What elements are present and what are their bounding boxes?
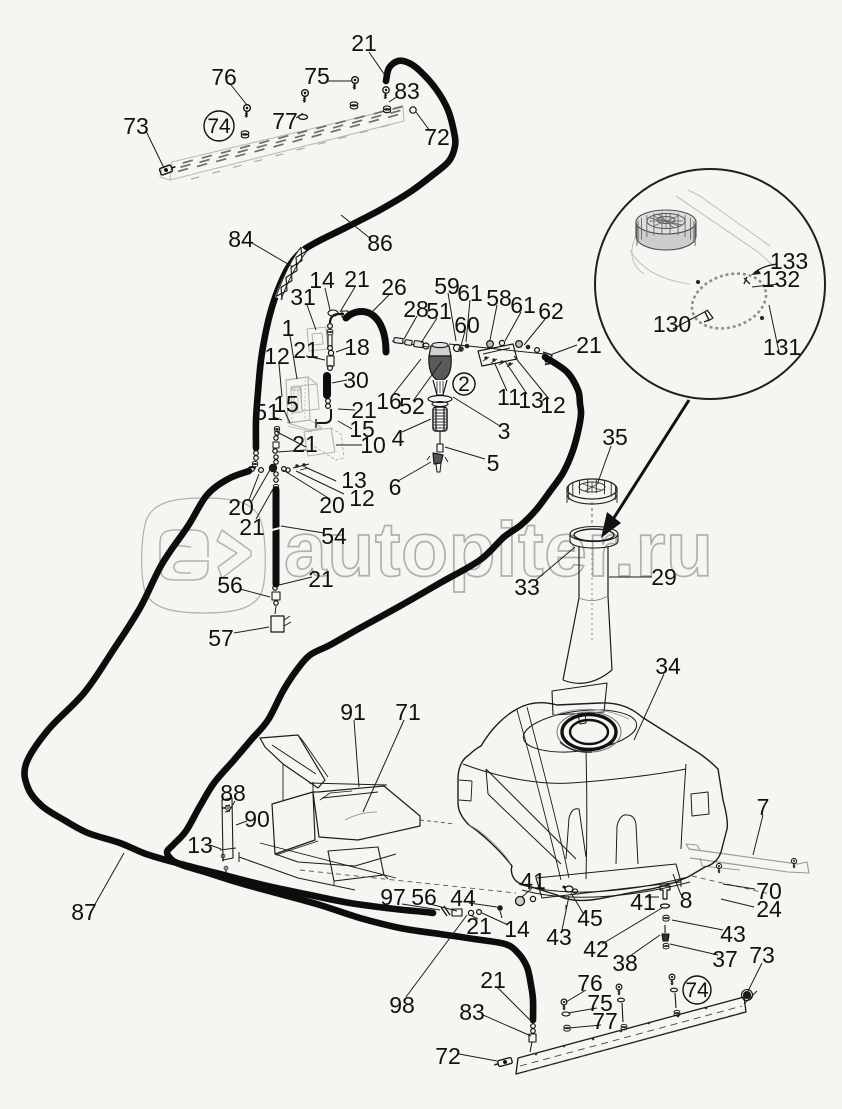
svg-text:30: 30 — [343, 367, 369, 393]
svg-text:51: 51 — [254, 399, 280, 425]
svg-text:60: 60 — [454, 312, 480, 338]
svg-text:21: 21 — [344, 266, 370, 292]
svg-text:97: 97 — [380, 884, 406, 910]
svg-text:73: 73 — [123, 113, 149, 139]
svg-text:15: 15 — [349, 416, 375, 442]
svg-text:16: 16 — [376, 388, 402, 414]
svg-text:autopiter.ru: autopiter.ru — [284, 507, 712, 593]
svg-text:12: 12 — [540, 392, 566, 418]
svg-text:18: 18 — [344, 334, 370, 360]
svg-text:44: 44 — [450, 885, 476, 911]
svg-text:73: 73 — [749, 942, 775, 968]
svg-text:131: 131 — [763, 334, 801, 360]
svg-text:59: 59 — [434, 273, 460, 299]
svg-text:57: 57 — [208, 625, 234, 651]
svg-text:28: 28 — [403, 296, 429, 322]
svg-text:87: 87 — [71, 899, 97, 925]
svg-text:21: 21 — [239, 514, 265, 540]
svg-text:83: 83 — [459, 999, 485, 1025]
svg-text:21: 21 — [466, 913, 492, 939]
svg-text:15: 15 — [273, 391, 299, 417]
svg-text:14: 14 — [309, 267, 335, 293]
svg-text:31: 31 — [290, 284, 316, 310]
svg-text:21: 21 — [293, 337, 319, 363]
svg-text:21: 21 — [351, 397, 377, 423]
svg-text:90: 90 — [244, 806, 270, 832]
svg-text:21: 21 — [308, 566, 334, 592]
svg-text:58: 58 — [486, 285, 512, 311]
svg-text:88: 88 — [220, 780, 246, 806]
svg-text:62: 62 — [538, 298, 564, 324]
svg-text:86: 86 — [367, 230, 393, 256]
svg-text:83: 83 — [394, 78, 420, 104]
svg-text:33: 33 — [514, 574, 540, 600]
svg-text:84: 84 — [228, 226, 254, 252]
svg-text:13: 13 — [341, 467, 367, 493]
svg-text:51: 51 — [426, 298, 452, 324]
svg-text:77: 77 — [272, 108, 298, 134]
svg-text:76: 76 — [577, 970, 603, 996]
svg-text:43: 43 — [720, 921, 746, 947]
svg-text:21: 21 — [351, 30, 377, 56]
svg-text:20: 20 — [319, 492, 345, 518]
svg-text:24: 24 — [756, 896, 782, 922]
svg-text:6: 6 — [389, 474, 402, 500]
svg-text:45: 45 — [577, 905, 603, 931]
svg-text:132: 132 — [762, 266, 800, 292]
svg-text:70: 70 — [756, 878, 782, 904]
svg-text:35: 35 — [602, 424, 628, 450]
svg-text:12: 12 — [349, 485, 375, 511]
svg-text:41: 41 — [630, 889, 656, 915]
svg-text:20: 20 — [228, 494, 254, 520]
svg-text:12: 12 — [264, 343, 290, 369]
svg-text:75: 75 — [587, 990, 613, 1016]
svg-text:56: 56 — [411, 884, 437, 910]
svg-text:37: 37 — [712, 946, 738, 972]
svg-text:61: 61 — [510, 292, 536, 318]
svg-text:76: 76 — [211, 64, 237, 90]
svg-text:21: 21 — [480, 967, 506, 993]
svg-text:11: 11 — [497, 384, 521, 410]
svg-text:7: 7 — [757, 794, 770, 820]
svg-text:133: 133 — [770, 248, 808, 274]
svg-text:56: 56 — [217, 572, 243, 598]
svg-text:41: 41 — [520, 868, 546, 894]
svg-text:14: 14 — [504, 916, 530, 942]
svg-text:13: 13 — [518, 387, 544, 413]
svg-text:72: 72 — [435, 1043, 461, 1069]
svg-text:91: 91 — [340, 699, 366, 725]
svg-text:21: 21 — [292, 431, 318, 457]
svg-text:77: 77 — [592, 1008, 618, 1034]
svg-text:54: 54 — [321, 523, 347, 549]
svg-text:52: 52 — [399, 393, 425, 419]
svg-text:130: 130 — [653, 311, 691, 337]
svg-text:43: 43 — [546, 924, 572, 950]
svg-text:1: 1 — [282, 315, 295, 341]
svg-text:5: 5 — [487, 450, 500, 476]
svg-text:34: 34 — [655, 653, 681, 679]
svg-text:74: 74 — [207, 115, 231, 138]
svg-text:75: 75 — [304, 63, 330, 89]
svg-text:4: 4 — [392, 425, 405, 451]
svg-text:98: 98 — [389, 992, 415, 1018]
svg-text:26: 26 — [381, 274, 407, 300]
svg-text:8: 8 — [680, 887, 693, 913]
svg-text:21: 21 — [576, 332, 602, 358]
svg-text:38: 38 — [612, 950, 638, 976]
svg-text:72: 72 — [424, 124, 450, 150]
svg-text:42: 42 — [583, 936, 609, 962]
svg-text:71: 71 — [395, 699, 421, 725]
svg-text:13: 13 — [187, 832, 213, 858]
svg-text:10: 10 — [360, 432, 386, 458]
svg-text:3: 3 — [498, 418, 511, 444]
svg-text:61: 61 — [457, 280, 483, 306]
svg-text:74: 74 — [685, 979, 709, 1002]
svg-text:29: 29 — [651, 564, 677, 590]
svg-text:2: 2 — [458, 373, 470, 396]
